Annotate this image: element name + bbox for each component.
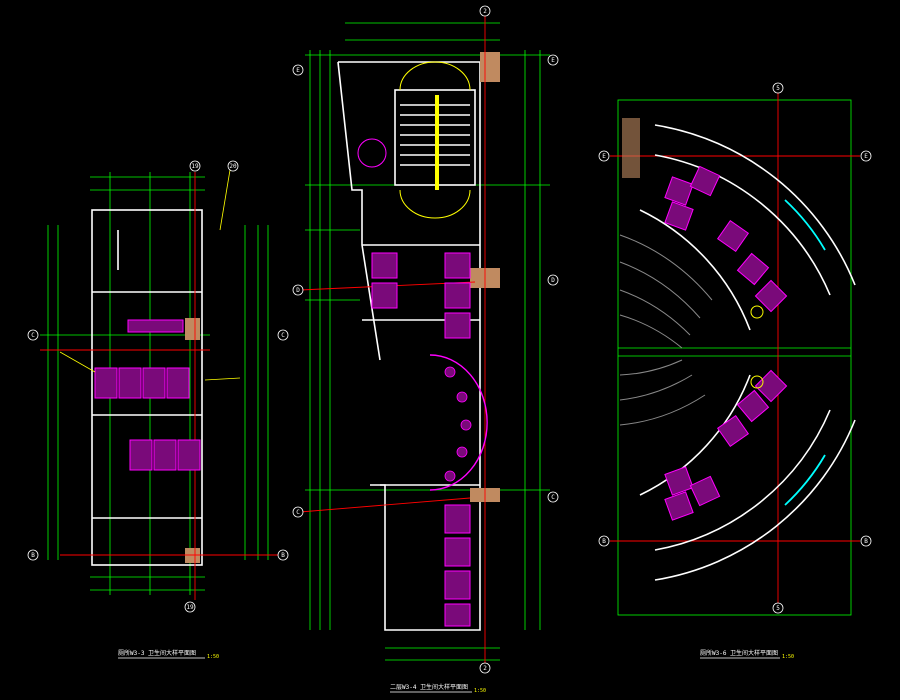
axis-label: 19 <box>186 604 194 611</box>
axis-label: D <box>296 287 300 294</box>
axis-label: 5 <box>776 85 780 92</box>
drawing-scale: 1:50 <box>207 654 219 660</box>
drawing-title: 厕所W3-3 卫生间大样平面图 <box>118 649 196 657</box>
plan-right-dimensions <box>617 99 852 616</box>
plan-right-axis-bubbles <box>598 82 872 614</box>
axis-label: 19 <box>191 163 199 170</box>
axis-label: 5 <box>776 605 780 612</box>
axis-label: C <box>551 494 555 501</box>
plan-right-walls <box>639 124 856 581</box>
plan-left-axis-bubbles <box>27 160 289 613</box>
plan-left: 19 20 C C B B 19 厕所W3-3 卫生间大样平面图 1:50 <box>27 160 289 660</box>
axis-label: 20 <box>229 163 237 170</box>
plan-middle-stair-arcs <box>399 61 471 219</box>
axis-label: C <box>296 509 300 516</box>
curved-urinals <box>444 366 472 482</box>
plan-left-stalls <box>94 319 201 471</box>
axis-label: C <box>281 332 285 339</box>
axis-label: E <box>296 67 300 74</box>
axis-label: B <box>864 538 868 545</box>
drawing-title: 厕所W3-6 卫生间大样平面图 <box>700 649 778 657</box>
plan-left-column <box>185 548 200 563</box>
axis-label: 2 <box>483 665 487 672</box>
axis-label: E <box>864 153 868 160</box>
drawing-scale: 1:50 <box>782 654 794 660</box>
curved-wall <box>429 354 488 491</box>
plan-middle-stalls <box>357 138 471 627</box>
plan-middle-axis-bubbles <box>292 5 559 674</box>
axis-label: E <box>602 153 606 160</box>
axis-label: E <box>551 57 555 64</box>
plan-right: 5 E E B B 5 厕所W3-6 卫生间大样平面图 1:50 <box>598 82 872 660</box>
plan-right-axes <box>610 90 860 605</box>
plan-middle: 2 E E D D C C 2 二层W3-4 卫生间大样平面图 1:50 <box>292 5 559 694</box>
plan-right-glazing <box>784 199 826 506</box>
axis-label: B <box>602 538 606 545</box>
axis-label: D <box>551 277 555 284</box>
plan-right-columns <box>750 305 764 389</box>
plan-left-walls <box>91 209 203 566</box>
plan-right-seating-arcs <box>619 234 713 426</box>
plan-left-dimensions <box>40 172 269 595</box>
plan-middle-axes <box>299 15 486 665</box>
drawing-scale: 1:50 <box>474 688 486 694</box>
drawing-title: 二层W3-4 卫生间大样平面图 <box>390 683 468 691</box>
plan-left-notes <box>59 169 241 381</box>
plan-left-axes <box>40 172 280 600</box>
axis-label: B <box>281 552 285 559</box>
axis-label: C <box>31 332 35 339</box>
plan-right-shaft <box>622 118 640 178</box>
plan-middle-dimensions <box>305 22 550 661</box>
axis-label: B <box>31 552 35 559</box>
plan-right-stalls <box>664 165 788 521</box>
axis-label: 2 <box>483 8 487 15</box>
plan-left-column <box>185 318 200 340</box>
stair-handrail <box>435 95 439 190</box>
